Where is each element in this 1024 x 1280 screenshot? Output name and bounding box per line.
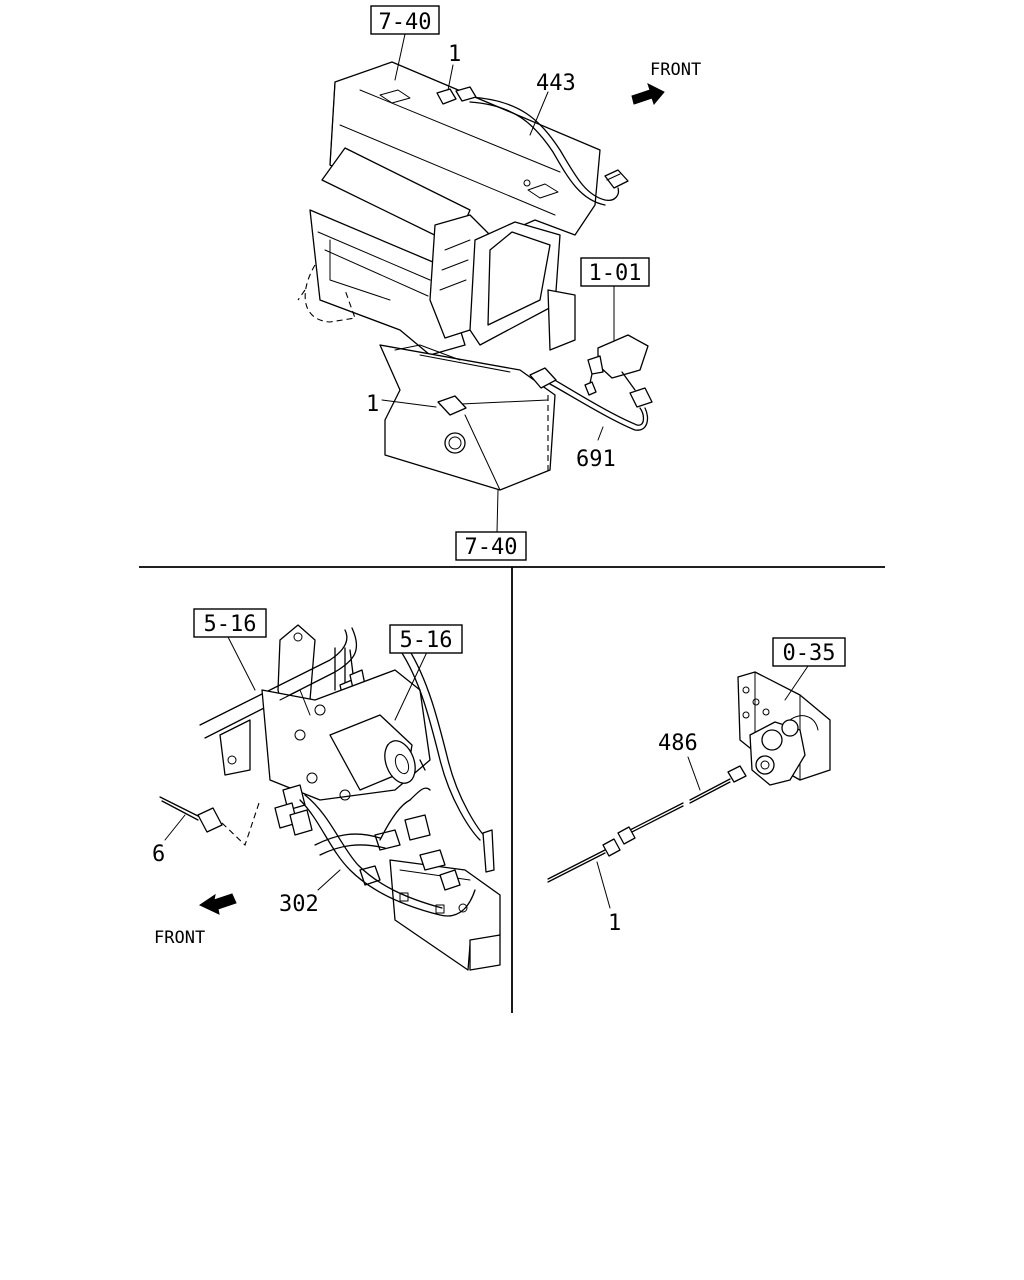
leader-lines-top xyxy=(381,33,615,533)
ref-label-5-16-left: 5-16 xyxy=(204,612,257,637)
leader-lines-bottom-left xyxy=(164,636,428,891)
front-arrow-bottom-icon xyxy=(198,893,237,915)
ref-label-5-16-right: 5-16 xyxy=(400,628,453,653)
connector-top-icon xyxy=(436,86,477,105)
front-arrow-top-icon xyxy=(631,83,665,106)
motor-assembly-illustration xyxy=(199,624,501,971)
harness-443 xyxy=(469,96,620,206)
ref-label-0-35: 0-35 xyxy=(783,641,836,666)
ref-label-1-01: 1-01 xyxy=(589,261,642,286)
connector-486-icon xyxy=(727,765,747,783)
part-label-486: 486 xyxy=(658,731,698,756)
connector-443-end-icon xyxy=(604,169,629,189)
dashboard-illustration xyxy=(297,61,601,491)
harness-691 xyxy=(549,378,649,431)
part-label-443: 443 xyxy=(536,71,576,96)
part-label-302: 302 xyxy=(279,892,319,917)
connector-691-icon xyxy=(529,367,557,389)
front-label-bottom: FRONT xyxy=(154,928,205,948)
part-label-1-top: 1 xyxy=(448,42,461,67)
front-label-top: FRONT xyxy=(650,60,701,80)
harness-486 xyxy=(547,778,731,883)
part-label-1-bottom: 1 xyxy=(608,911,621,936)
part-label-1-left: 1 xyxy=(366,392,379,417)
harness-302 xyxy=(299,787,476,917)
section-dividers xyxy=(139,566,885,1013)
connector-1-icon xyxy=(602,826,636,857)
connector-left-icon xyxy=(437,395,467,416)
leader-lines-bottom-right xyxy=(596,665,809,909)
connector-6-icon xyxy=(159,796,261,846)
switch-assembly xyxy=(584,334,653,408)
part-label-691: 691 xyxy=(576,447,616,472)
bracket-sensor-illustration xyxy=(737,671,831,786)
part-label-6: 6 xyxy=(152,842,165,867)
ref-label-7-40-top: 7-40 xyxy=(379,10,432,35)
ref-label-7-40-bottom: 7-40 xyxy=(465,535,518,560)
